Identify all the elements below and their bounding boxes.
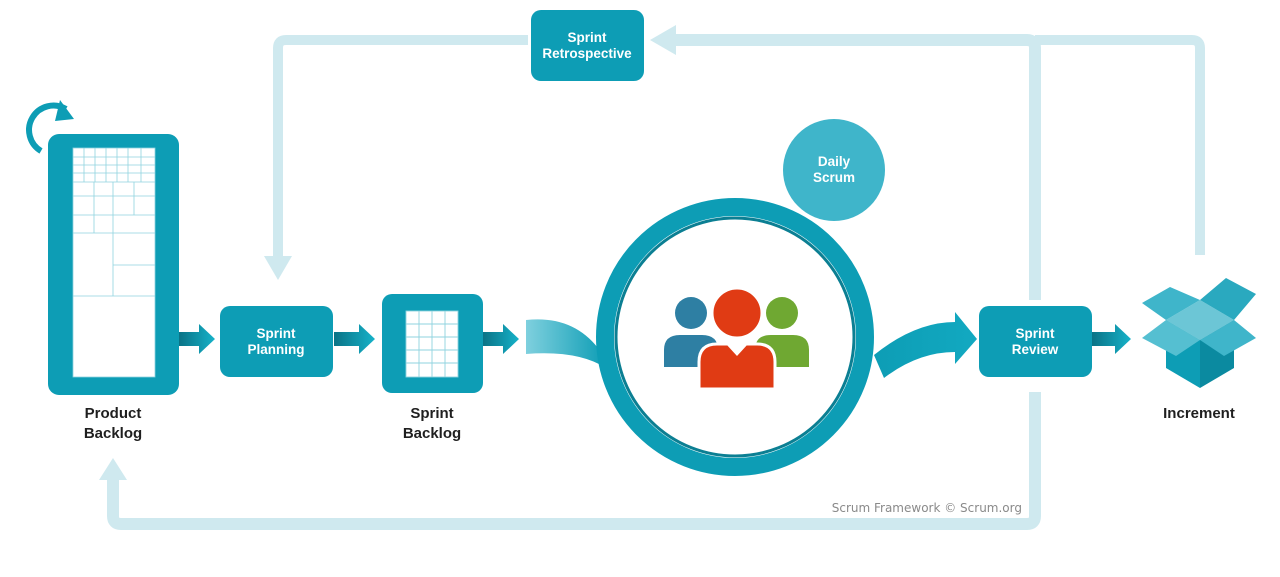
product-backlog-label-2: Backlog — [84, 425, 142, 442]
product-backlog-arrowhead — [99, 458, 127, 480]
loop-increment-to-retrospective — [1035, 35, 1205, 255]
sprint-planning-label-2: Planning — [248, 342, 305, 357]
loop-retrospective-to-planning — [273, 35, 528, 258]
sprint-review-box — [979, 306, 1092, 377]
sprint-backlog-node: Sprint Backlog — [382, 294, 483, 442]
loop-review-to-retrospective — [672, 34, 1041, 300]
daily-scrum-label-2: Scrum — [813, 170, 855, 185]
sprint-review-node: Sprint Review — [979, 306, 1092, 377]
sprint-retrospective-node: Sprint Retrospective — [531, 10, 644, 81]
sprint-backlog-label-2: Backlog — [403, 425, 461, 442]
sprint-backlog-label-1: Sprint — [410, 405, 453, 422]
product-backlog-node: Product Backlog — [26, 100, 179, 442]
daily-scrum-label-1: Daily — [818, 154, 851, 169]
increment-label: Increment — [1163, 405, 1235, 422]
arrow-sprint-backlog-to-team — [483, 324, 519, 354]
arrow-backlog-to-planning — [179, 324, 215, 354]
swoosh-into-cycle — [526, 319, 606, 368]
daily-scrum-node: Daily Scrum — [783, 119, 885, 221]
sprint-retrospective-label-2: Retrospective — [542, 46, 632, 61]
sprint-retrospective-box — [531, 10, 644, 81]
backlog-grid-icon — [72, 147, 156, 378]
retrospective-arrowhead — [650, 25, 676, 55]
credit-text: Scrum Framework © Scrum.org — [832, 501, 1022, 515]
team-people-icon — [664, 286, 809, 391]
refresh-icon — [26, 100, 74, 154]
arrow-review-to-increment — [1092, 324, 1131, 354]
arrow-planning-to-sprint-backlog — [334, 324, 375, 354]
daily-scrum-circle — [783, 119, 885, 221]
sprint-planning-node: Sprint Planning — [220, 306, 333, 377]
person-red-icon — [697, 286, 777, 391]
scrum-team-cycle: 1 Scrum Team — [596, 198, 874, 476]
increment-node: Increment — [1142, 278, 1256, 422]
sprint-cycle-ring — [596, 198, 874, 476]
product-backlog-label-1: Product — [85, 405, 142, 422]
loop-review-to-product-backlog — [107, 392, 1041, 530]
planning-arrowhead — [264, 256, 292, 280]
sprint-planning-label-1: Sprint — [257, 326, 297, 341]
feedback-loops — [99, 25, 1205, 530]
sprint-backlog-grid-icon — [405, 310, 459, 378]
flow-arrows — [179, 324, 1131, 354]
increment-box-icon — [1142, 278, 1256, 388]
sprint-planning-box — [220, 306, 333, 377]
swoosh-out-of-cycle — [874, 312, 977, 378]
sprint-retrospective-label-1: Sprint — [568, 30, 608, 45]
sprint-cycle-inner-edge — [614, 216, 856, 458]
sprint-review-label-2: Review — [1012, 342, 1059, 357]
sprint-review-label-1: Sprint — [1016, 326, 1056, 341]
